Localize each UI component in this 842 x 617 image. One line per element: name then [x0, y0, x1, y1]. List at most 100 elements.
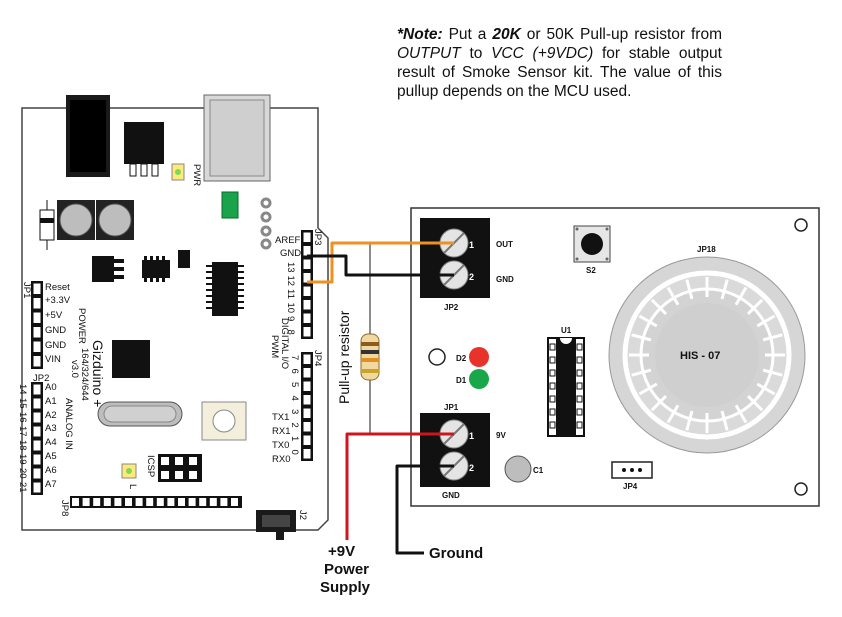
- digital-bottom-num-7: 7: [289, 355, 300, 360]
- jp8-socket-13: [209, 498, 217, 506]
- sensor-vent-19: [720, 279, 729, 300]
- sensor-vent-10: [638, 382, 658, 396]
- jp2-pin2: 2: [469, 272, 474, 282]
- note-vcc: VCC (+9VDC): [491, 45, 594, 62]
- icsp-header: [158, 454, 202, 482]
- analog-pin-socket-0: [33, 384, 41, 395]
- digital-bottom-num-6: 6: [289, 369, 300, 374]
- digital-top-num-13: 13: [285, 262, 296, 273]
- analog-pin-socket-6: [33, 468, 41, 479]
- digital-top-socket-7: [303, 327, 311, 337]
- analog-pin-a2: A2: [45, 410, 57, 421]
- wire-9v: [345, 432, 454, 540]
- sensor-vent-21: [746, 298, 764, 316]
- u1-pin-left-3: [549, 382, 556, 390]
- note-text-3: to: [460, 45, 492, 62]
- digital-top-socket-1: [303, 246, 311, 256]
- jp8-socket-15: [231, 498, 238, 506]
- jp1-terminal: 1 2: [420, 413, 490, 487]
- digital-bottom-num-4: 4: [289, 396, 300, 401]
- note-text-2: or 50K Pull-up resistor from: [520, 26, 722, 43]
- jp8-socket-8: [156, 498, 164, 506]
- supply-line-2: Power: [324, 561, 369, 578]
- power-header: [31, 281, 43, 369]
- jp8-label: JP8: [59, 500, 70, 516]
- power-pin-5v: +5V: [45, 310, 63, 321]
- power-pin-3v3: +3.3V: [45, 295, 71, 306]
- power-pin-reset: Reset: [45, 282, 70, 293]
- jp8-socket-12: [199, 498, 207, 506]
- note-text-1: Put a: [442, 26, 493, 43]
- jp8-header: [70, 496, 242, 508]
- sensor-vent-20: [734, 286, 748, 306]
- analog-pin-a1: A1: [45, 396, 57, 407]
- analog-pin-socket-7: [33, 482, 41, 493]
- c1-capacitor: [504, 455, 532, 483]
- digital-bottom-socket-3: [303, 395, 311, 405]
- jp2-terminal: 1 2: [420, 218, 490, 298]
- sensor-vent-11: [631, 368, 652, 377]
- sensor-vent-2: [756, 382, 776, 396]
- digital-top-socket-6: [303, 313, 311, 323]
- board-models: 164/324/644: [79, 348, 90, 401]
- sensor-vent-9: [650, 394, 668, 412]
- note-output: OUTPUT: [397, 45, 461, 62]
- led-d2: [469, 347, 489, 367]
- jp18-label: JP18: [697, 245, 716, 254]
- power-pin-gnd1: GND: [45, 325, 66, 336]
- sensor-vent-23: [762, 333, 783, 342]
- u1-pin-right-4: [576, 395, 583, 403]
- u1-pin-left-2: [549, 369, 556, 377]
- supply-line-3: Supply: [320, 579, 371, 596]
- digital-top-socket-0: [303, 232, 311, 242]
- sensor-vent-17: [685, 279, 694, 300]
- power-pin-socket-5: [33, 356, 41, 367]
- j2-label: J2: [297, 510, 308, 520]
- digital-bottom-socket-6: [303, 435, 311, 445]
- jp2-label: JP2: [444, 303, 459, 312]
- s2-button: [573, 225, 611, 263]
- analog-pin-socket-2: [33, 412, 41, 423]
- icsp-label: ICSP: [145, 455, 156, 477]
- usb-ic: [206, 262, 244, 316]
- u1-pin-right-3: [576, 382, 583, 390]
- diode: [39, 200, 55, 250]
- analog-num-21: 21: [17, 482, 28, 493]
- jp3-label: JP3: [312, 229, 323, 245]
- digital-top-num-9: 9: [285, 316, 296, 321]
- sensor-vent-8: [666, 404, 680, 424]
- note-20k: 20K: [492, 26, 521, 43]
- ground-label: Ground: [429, 545, 483, 562]
- analog-num-15: 15: [17, 398, 28, 409]
- mount-hole-tr: [794, 218, 808, 232]
- voltage-regulator: [124, 122, 164, 177]
- analog-pin-a5: A5: [45, 451, 57, 462]
- serial-tx0: TX0: [272, 440, 289, 451]
- power-pin-socket-2: [33, 312, 41, 323]
- analog-pin-socket-3: [33, 426, 41, 437]
- power-pin-gnd2: GND: [45, 340, 66, 351]
- power-pin-socket-0: [33, 283, 41, 294]
- analog-num-18: 18: [17, 440, 28, 451]
- power-pin-socket-1: [33, 298, 41, 309]
- digital-bottom-socket-4: [303, 408, 311, 418]
- analog-pin-socket-5: [33, 454, 41, 465]
- his07-label: HIS - 07: [680, 350, 720, 362]
- s2-label: S2: [586, 266, 596, 275]
- jp8-socket-7: [146, 498, 154, 506]
- mcu-chip: [112, 340, 150, 378]
- gnd-label: GND: [496, 275, 514, 284]
- digital-bottom-socket-7: [303, 449, 311, 459]
- pullup-note: *Note: Put a 20K or 50K Pull-up resistor…: [397, 25, 722, 101]
- serial-rx0: RX0: [272, 454, 290, 465]
- analog-pin-socket-4: [33, 440, 41, 451]
- d2-label: D2: [456, 354, 467, 363]
- u1-pin-right-1: [576, 356, 583, 364]
- sensor-vent-15: [650, 298, 668, 316]
- digital-bottom-num-3: 3: [289, 409, 300, 414]
- jp8-socket-10: [178, 498, 185, 506]
- u1-pin-left-4: [549, 395, 556, 403]
- gnd2-label: GND: [442, 491, 460, 500]
